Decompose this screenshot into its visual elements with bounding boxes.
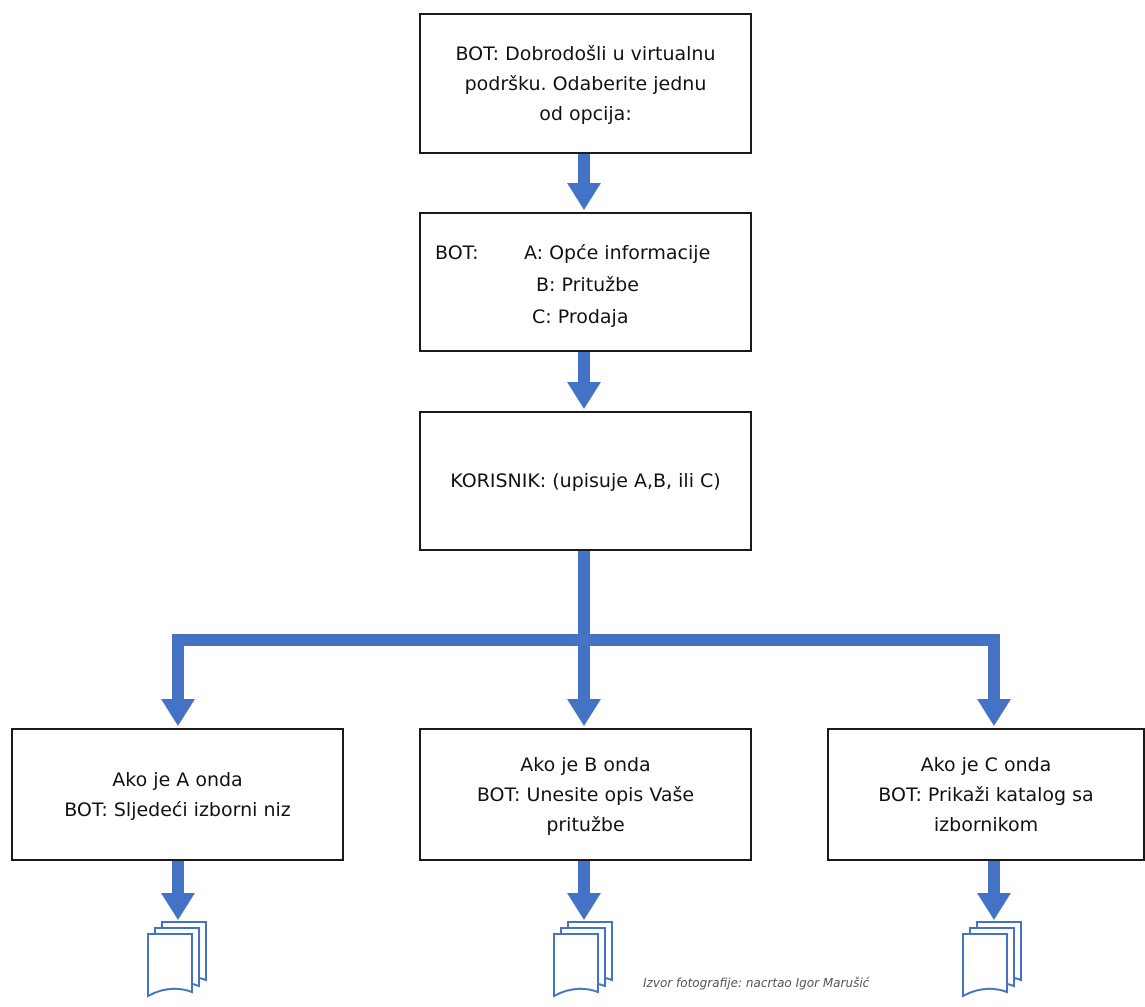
arrow-b-to-doc-head (567, 893, 601, 920)
branch-c-line-3: izbornikom (933, 813, 1039, 836)
branch-a-line-1: Ako je A onda (112, 768, 243, 791)
arrow-a-to-doc-shaft (172, 861, 184, 893)
user-input-node: KORISNIK: (upisuje A,B, ili C) (419, 411, 752, 551)
arrow-c-to-doc-shaft (988, 861, 1000, 893)
arrow-welcome-to-menu-head (567, 183, 601, 210)
welcome-line-1: BOT: Dobrodošli u virtualnu (455, 42, 716, 65)
menu-option-b: B: Pritužbe (536, 274, 639, 296)
branch-b-line-1: Ako je B onda (520, 753, 651, 776)
welcome-line-2: podršku. Odaberite jednu (464, 72, 707, 95)
arrow-to-c-shaft (988, 634, 1000, 699)
menu-option-c: C: Prodaja (532, 306, 629, 328)
menu-node: BOT: A: Opće informacije B: Pritužbe C: … (419, 212, 752, 352)
menu-option-a: A: Opće informacije (524, 242, 711, 264)
image-credit: Izvor fotografije: nacrtao Igor Marušić (643, 976, 870, 990)
welcome-node: BOT: Dobrodošli u virtualnu podršku. Oda… (419, 13, 752, 154)
menu-prefix: BOT: (435, 242, 479, 264)
arrow-to-b-shaft (578, 646, 590, 699)
arrow-b-to-doc-shaft (578, 861, 590, 893)
documents-icon (147, 921, 207, 998)
branch-c-line-1: Ako je C onda (920, 753, 1052, 776)
arrow-to-a-shaft (172, 634, 184, 699)
connector-user-down (578, 551, 590, 646)
arrow-to-a-head (161, 699, 195, 726)
branch-a-line-2: BOT: Sljedeći izborni niz (64, 798, 291, 821)
arrow-menu-to-user-head (567, 382, 601, 409)
documents-icon (962, 921, 1022, 998)
welcome-line-3: od opcija: (539, 102, 632, 125)
arrow-to-c-head (977, 699, 1011, 726)
user-input-text: KORISNIK: (upisuje A,B, ili C) (450, 470, 721, 492)
branch-b-node: Ako je B onda BOT: Unesite opis Vaše pri… (419, 728, 752, 861)
connector-horizontal (172, 634, 1000, 646)
branch-c-node: Ako je C onda BOT: Prikaži katalog sa iz… (827, 728, 1145, 861)
branch-a-node: Ako je A onda BOT: Sljedeći izborni niz (11, 728, 344, 861)
branch-b-line-2: BOT: Unesite opis Vaše (476, 783, 695, 806)
arrow-c-to-doc-head (977, 893, 1011, 920)
documents-icon (553, 921, 613, 998)
arrow-menu-to-user-shaft (578, 352, 590, 382)
arrow-a-to-doc-head (161, 893, 195, 920)
branch-b-line-3: pritužbe (546, 813, 625, 836)
arrow-welcome-to-menu-shaft (578, 154, 590, 183)
arrow-to-b-head (567, 699, 601, 726)
branch-c-line-2: BOT: Prikaži katalog sa (878, 783, 1094, 806)
